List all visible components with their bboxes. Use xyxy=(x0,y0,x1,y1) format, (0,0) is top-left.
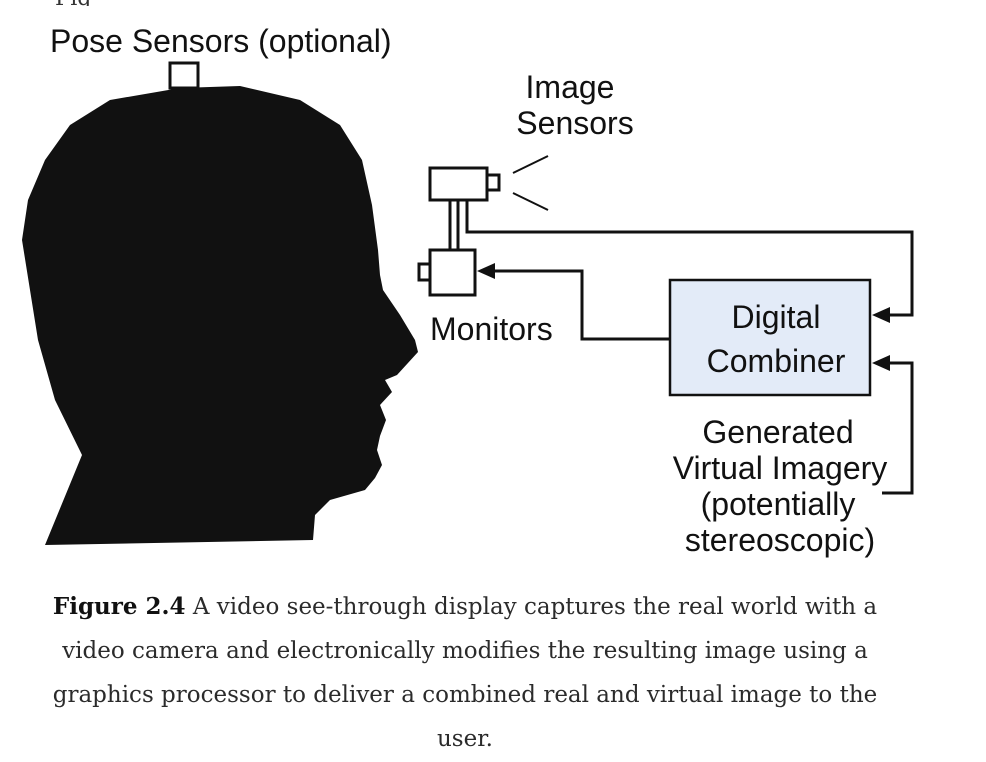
virtual-imagery-label-line4: stereoscopic) xyxy=(685,522,875,558)
figure-caption: Figure 2.4 A video see-through display c… xyxy=(40,585,890,761)
combiner-label-line2: Combiner xyxy=(707,343,846,379)
clipped-top-text: Fig xyxy=(55,0,95,6)
monitor-body xyxy=(428,248,477,297)
monitor-eyepiece xyxy=(417,262,432,282)
video-see-through-diagram: Pose Sensors (optional) Image Sensors Mo… xyxy=(22,23,914,558)
monitors-label: Monitors xyxy=(430,311,553,347)
digital-combiner-box xyxy=(668,278,872,397)
virtual-imagery-label-line3: (potentially xyxy=(701,486,856,522)
head-silhouette xyxy=(22,86,418,545)
pose-sensors-label: Pose Sensors (optional) xyxy=(50,23,392,59)
field-of-view-line-top xyxy=(512,155,549,174)
camera-body xyxy=(428,166,489,202)
pose-sensor-box xyxy=(168,61,200,90)
virtual-imagery-label-line1: Generated xyxy=(702,414,853,450)
virtual-imagery-wire xyxy=(882,361,914,495)
image-sensors-label-line1: Image xyxy=(526,69,615,105)
arrow-into-combiner-bottom xyxy=(872,355,890,371)
image-sensors-label-line2: Sensors xyxy=(516,105,633,141)
field-of-view-line-bottom xyxy=(512,192,549,211)
caption-text: A video see-through display captures the… xyxy=(52,594,878,752)
camera-lens xyxy=(485,173,501,192)
arrow-into-combiner-top xyxy=(872,307,890,323)
figure-number: Figure 2.4 xyxy=(52,593,186,620)
virtual-imagery-label-line2: Virtual Imagery xyxy=(673,450,888,486)
combiner-to-monitor-wire xyxy=(493,269,670,341)
camera-to-combiner-wire xyxy=(465,200,914,317)
combiner-label-line1: Digital xyxy=(732,299,821,335)
arrow-into-monitor xyxy=(477,263,495,279)
